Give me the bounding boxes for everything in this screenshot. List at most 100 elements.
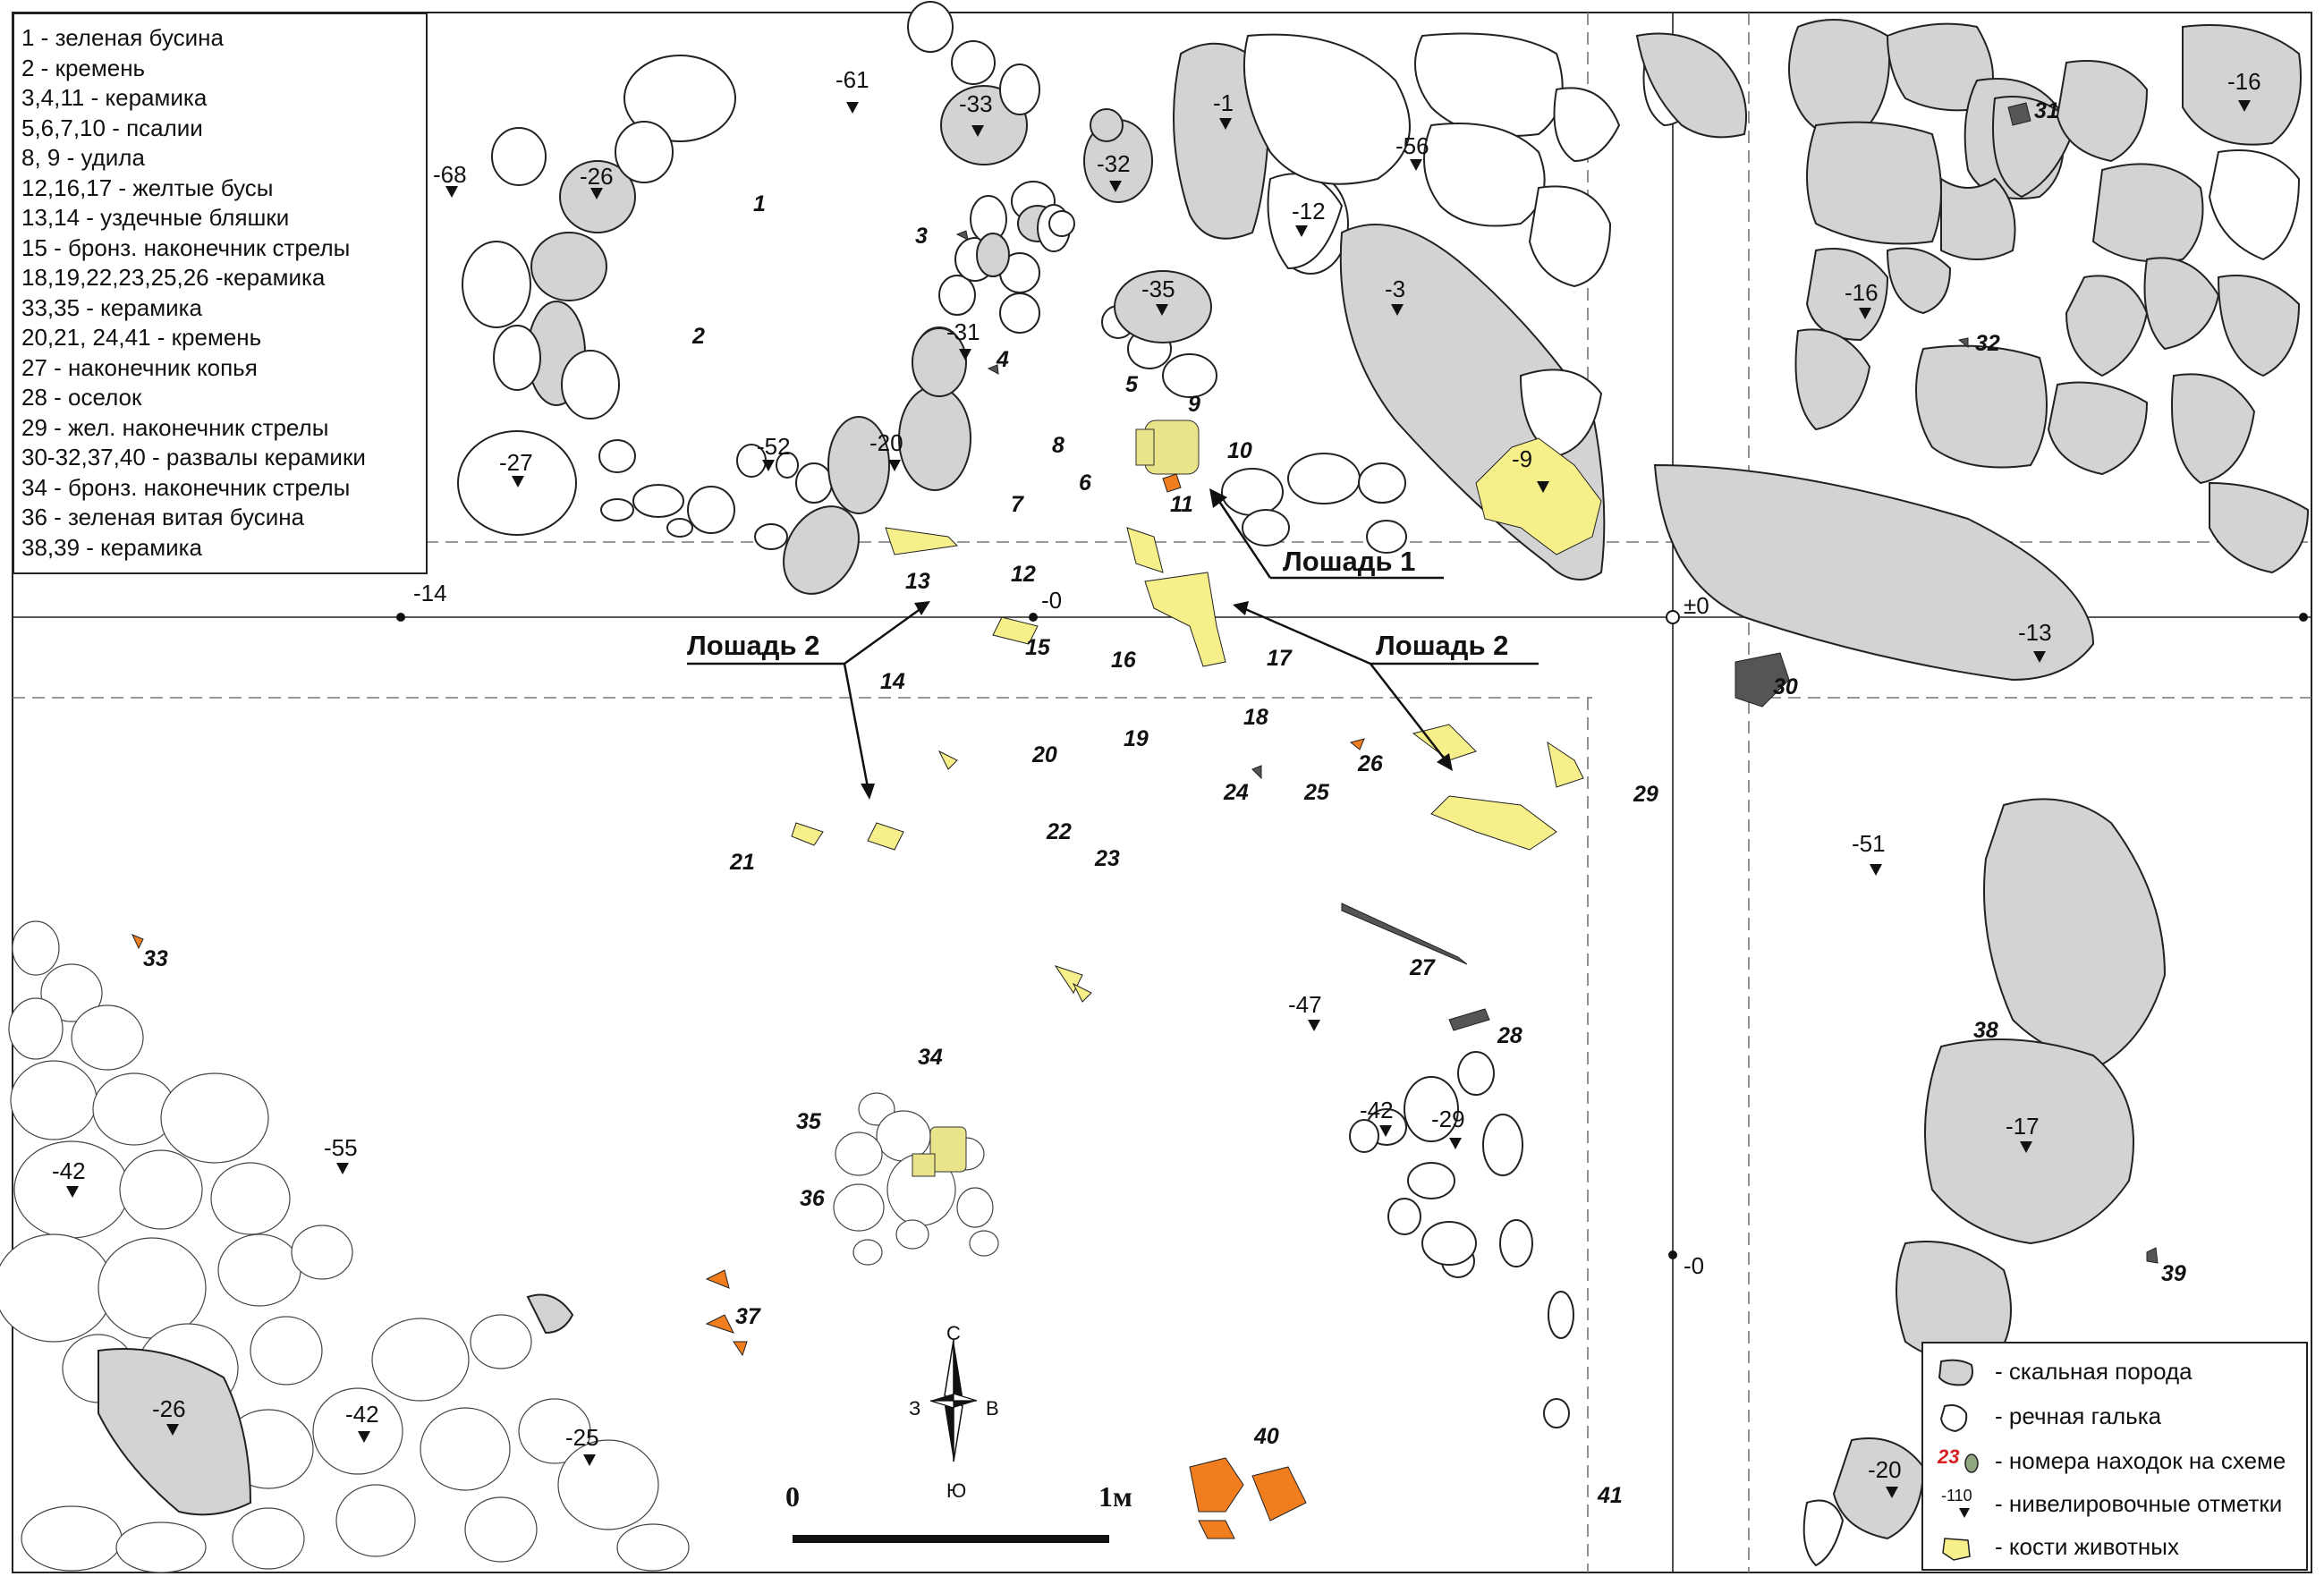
- legend-item: 34 - бронз. наконечник стрелы: [21, 473, 351, 501]
- ceramic-sherds: [131, 473, 1365, 1539]
- svg-text:-33: -33: [959, 90, 993, 117]
- legend-item: 1 - зеленая бусина: [21, 24, 224, 51]
- svg-text:4: 4: [996, 347, 1009, 372]
- grid-point: [396, 613, 405, 622]
- axis-label-bottom: -0: [1684, 1252, 1704, 1279]
- svg-text:-32: -32: [1097, 150, 1131, 177]
- scale-bar: 0 1м: [785, 1480, 1132, 1543]
- rock-swatch-icon: [1938, 1359, 1973, 1386]
- svg-text:27: 27: [1409, 955, 1436, 980]
- svg-text:39: 39: [2161, 1261, 2186, 1286]
- svg-text:-68: -68: [433, 161, 467, 188]
- svg-text:26: 26: [1357, 751, 1384, 776]
- svg-text:32: 32: [1975, 331, 2000, 356]
- svg-text:31: 31: [2034, 98, 2059, 123]
- svg-text:36: 36: [800, 1186, 826, 1211]
- svg-text:34: 34: [918, 1045, 943, 1070]
- svg-text:6: 6: [1079, 470, 1092, 496]
- svg-text:19: 19: [1124, 726, 1149, 751]
- svg-text:5: 5: [1125, 372, 1139, 397]
- key-row-find-number: 23 - номера находок на схеме: [1923, 1444, 2306, 1479]
- svg-text:-26: -26: [152, 1395, 186, 1422]
- legend-item: 28 - оселок: [21, 384, 142, 411]
- axis-label-center: -0: [1041, 587, 1062, 614]
- svg-text:-55: -55: [324, 1134, 358, 1161]
- svg-text:38: 38: [1973, 1018, 1998, 1043]
- svg-text:-42: -42: [345, 1401, 379, 1428]
- legend-item: 2 - кремень: [21, 54, 146, 81]
- svg-text:14: 14: [880, 669, 905, 694]
- svg-text:12: 12: [1011, 562, 1036, 587]
- svg-text:-26: -26: [580, 163, 614, 190]
- find-swatch-icon: [1964, 1454, 1979, 1473]
- svg-text:28: 28: [1497, 1023, 1522, 1048]
- legend-item: 33,35 - керамика: [21, 293, 203, 321]
- legend-item: 20,21, 24,41 - кремень: [21, 324, 262, 351]
- svg-text:10: 10: [1227, 438, 1252, 463]
- svg-text:-9: -9: [1512, 445, 1532, 472]
- svg-text:-29: -29: [1431, 1106, 1465, 1132]
- elevation-markers: -61 -33 -1 -56 -16 -68 -26 -32 -12 -35 -…: [52, 66, 2261, 1498]
- svg-text:-20: -20: [1868, 1456, 1902, 1483]
- svg-text:-51: -51: [1852, 830, 1886, 857]
- svg-text:13: 13: [905, 569, 930, 594]
- svg-text:22: 22: [1046, 819, 1072, 844]
- svg-text:-35: -35: [1141, 275, 1175, 302]
- grid-point: [2299, 613, 2308, 622]
- elevation-triangle-icon: [1959, 1508, 1970, 1518]
- dark-finds: [955, 102, 2159, 1264]
- horse-labels: Лошадь 1 Лошадь 2 Лошадь 2: [687, 488, 1539, 800]
- label-horse-2-left: Лошадь 2: [687, 630, 819, 661]
- pebble-swatch-icon: [1939, 1404, 1968, 1433]
- svg-text:-31: -31: [946, 318, 980, 345]
- svg-text:-20: -20: [869, 429, 903, 456]
- key-row-pebble: - речная галька: [1923, 1399, 2306, 1435]
- svg-text:-12: -12: [1292, 198, 1326, 225]
- svg-text:37: 37: [735, 1304, 761, 1329]
- svg-text:-42: -42: [1360, 1097, 1394, 1123]
- svg-text:1м: 1м: [1098, 1480, 1132, 1513]
- legend-item: 38,39 - керамика: [21, 533, 203, 561]
- legend-symbols: - скальная порода - речная галька 23 - н…: [1921, 1342, 2308, 1571]
- svg-text:20: 20: [1031, 742, 1057, 767]
- svg-text:0: 0: [785, 1480, 800, 1513]
- legend-item: 15 - бронз. наконечник стрелы: [21, 233, 351, 261]
- legend-item: 18,19,22,23,25,26 -керамика: [21, 264, 326, 291]
- svg-text:-56: -56: [1395, 132, 1429, 159]
- svg-text:9: 9: [1188, 392, 1200, 417]
- svg-text:15: 15: [1025, 635, 1051, 660]
- legend-item: 30-32,37,40 - развалы керамики: [21, 444, 366, 470]
- stone-group-center: [833, 1051, 1574, 1428]
- axis-label-left: -14: [413, 580, 447, 606]
- legend-item: 5,6,7,10 - псалии: [21, 114, 203, 141]
- svg-text:-61: -61: [835, 66, 869, 93]
- svg-text:35: 35: [796, 1109, 822, 1134]
- key-row-rock: - скальная порода: [1923, 1354, 2306, 1390]
- stone-group-northeast: [1653, 19, 2310, 682]
- find-numbers: 1 2 3 4 5 6 7 8 9 10 11 12 13 14 15 16 1…: [143, 98, 2186, 1508]
- svg-text:18: 18: [1243, 705, 1268, 730]
- legend-item: 8, 9 - удила: [21, 144, 145, 171]
- svg-text:7: 7: [1011, 492, 1024, 517]
- svg-text:16: 16: [1111, 648, 1137, 673]
- svg-text:-13: -13: [2018, 619, 2052, 646]
- svg-text:-42: -42: [52, 1157, 86, 1184]
- svg-text:17: 17: [1267, 646, 1293, 671]
- grid-point: [1668, 1250, 1677, 1259]
- svg-text:2: 2: [691, 324, 705, 349]
- svg-text:С: С: [946, 1322, 961, 1344]
- legend-item: 12,16,17 - желтые бусы: [21, 174, 274, 201]
- map-frame: [12, 12, 2312, 1573]
- legend-findings: 1 - зеленая бусина 2 - кремень 3,4,11 - …: [13, 13, 428, 574]
- svg-text:3: 3: [915, 224, 928, 249]
- key-row-elevation: -110 - нивелировочные отметки: [1923, 1487, 2306, 1522]
- svg-text:-1: -1: [1213, 89, 1234, 116]
- stone-group-southwest: [0, 920, 690, 1573]
- compass-rose: С Ю З В: [909, 1322, 999, 1502]
- svg-text:В: В: [986, 1397, 999, 1420]
- legend-item: 13,14 - уздечные бляшки: [21, 204, 290, 231]
- bone-swatch-icon: [1942, 1538, 1971, 1561]
- svg-text:-16: -16: [2227, 68, 2261, 95]
- legend-item: 29 - жел. наконечник стрелы: [21, 413, 329, 441]
